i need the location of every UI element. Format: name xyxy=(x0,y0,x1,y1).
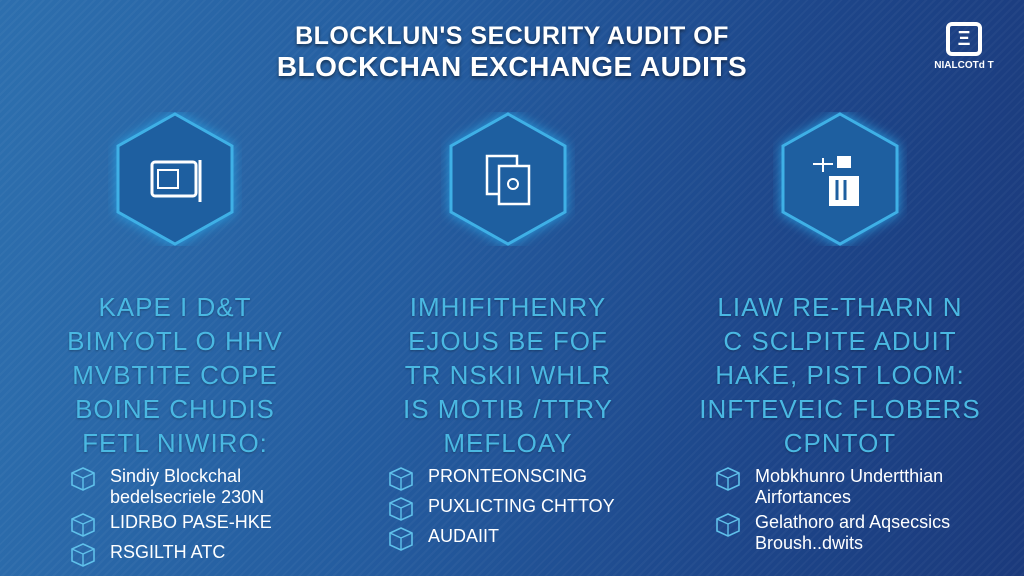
list-item: PRONTEONSCING xyxy=(388,466,673,492)
wallet-device-icon xyxy=(108,112,242,246)
cube-icon xyxy=(70,512,96,538)
column-heading: KAPE I D&T BIMYOTL O HHV MVBTITE COPE BOINE… xyxy=(10,290,340,460)
heading-line: MEFLOAY xyxy=(443,428,573,458)
logo-icon: Ξ xyxy=(946,22,982,56)
heading-line: IMHIFITHENRY xyxy=(409,292,607,322)
title-line-1: BLOCKLUN'S SECURITY AUDIT OF xyxy=(295,22,729,50)
cube-icon xyxy=(388,496,414,522)
list-item-text: Mobkhunro Undertthian Airfortances xyxy=(755,466,944,507)
documents-icon xyxy=(441,112,575,246)
list-item-text: Sindiy Blockchal bedelsecriele 230N xyxy=(110,466,265,507)
logo: Ξ NIALCOTd T xyxy=(912,22,1016,71)
heading-line: EJOUS BE FOF xyxy=(408,326,608,356)
title-line-2: BLOCKCHAN EXCHANGE AUDITS xyxy=(276,51,748,82)
column-heading: LIAW RE-THARN N C SCLPITE ADUIT HAKE, PIST… xyxy=(675,290,1005,460)
page-title: BLOCKLUN'S SECURITY AUDIT OF BLOCKCHAN E… xyxy=(0,22,1024,83)
list-item-text: RSGILTH ATC xyxy=(110,542,226,562)
cube-icon xyxy=(70,542,96,568)
cube-icon xyxy=(70,466,96,492)
heading-line: BIMYOTL O HHV xyxy=(67,326,283,356)
list-item-text: LIDRBO PASE-HKE xyxy=(110,512,272,532)
heading-line: TR NSKII WHLR xyxy=(404,360,612,390)
heading-line: KAPE I D&T xyxy=(98,292,252,322)
cube-icon xyxy=(388,466,414,492)
heading-line: C SCLPITE ADUIT xyxy=(723,326,957,356)
cube-icon xyxy=(388,526,414,552)
list-item-text: PRONTEONSCING xyxy=(428,466,588,486)
list-item-text: PUXLICTING CHTTOY xyxy=(428,496,615,516)
list-item: Sindiy Blockchal bedelsecriele 230N xyxy=(70,466,340,508)
heading-line: LIAW RE-THARN N xyxy=(717,292,963,322)
column-heading: IMHIFITHENRY EJOUS BE FOF TR NSKII WHLR IS … xyxy=(343,290,673,460)
heading-line: MVBTITE COPE xyxy=(72,360,278,390)
heading-line: CPNTOT xyxy=(783,428,897,458)
cube-icon xyxy=(715,466,741,492)
heading-line: FETL NIWIRO: xyxy=(82,428,268,458)
list-item-text: Gelathoro ard Aqsecsics Broush..dwits xyxy=(755,512,951,553)
list-item: PUXLICTING CHTTOY xyxy=(388,496,673,522)
heading-line: INFTEVEIC FLOBERS xyxy=(699,394,981,424)
list-item: AUDAIIT xyxy=(388,526,673,552)
cube-icon xyxy=(715,512,741,538)
list-item-text: AUDAIIT xyxy=(428,526,500,546)
feature-column: KAPE I D&T BIMYOTL O HHV MVBTITE COPE BOINE… xyxy=(10,290,340,572)
feature-column: LIAW RE-THARN N C SCLPITE ADUIT HAKE, PIST… xyxy=(675,290,1005,558)
list-item: LIDRBO PASE-HKE xyxy=(70,512,340,538)
heading-line: IS MOTIB /TTRY xyxy=(403,394,613,424)
list-item: Mobkhunro Undertthian Airfortances xyxy=(715,466,1005,508)
logo-text: NIALCOTd T xyxy=(934,60,994,71)
list-item: RSGILTH ATC xyxy=(70,542,340,568)
heading-line: BOINE CHUDIS xyxy=(75,394,275,424)
feature-column: IMHIFITHENRY EJOUS BE FOF TR NSKII WHLR IS … xyxy=(343,290,673,556)
heading-line: HAKE, PIST LOOM: xyxy=(715,360,965,390)
list-item: Gelathoro ard Aqsecsics Broush..dwits xyxy=(715,512,1005,554)
network-servers-icon xyxy=(773,112,907,246)
